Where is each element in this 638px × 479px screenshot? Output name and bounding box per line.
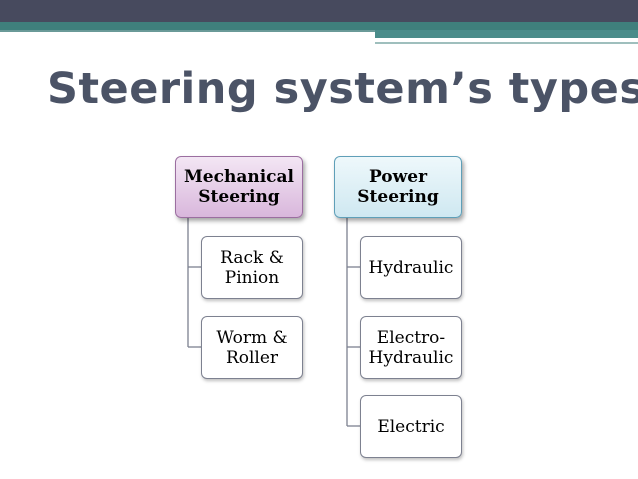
- power-steering-node: Power Steering: [334, 156, 462, 218]
- rack-pinion-label: Rack & Pinion: [220, 247, 284, 288]
- header-band-accent: [375, 30, 638, 38]
- header-band-line: [375, 42, 638, 44]
- header-band-thin: [0, 30, 375, 32]
- header-band-dark: [0, 0, 638, 22]
- worm-roller-node: Worm & Roller: [201, 316, 303, 379]
- rack-pinion-node: Rack & Pinion: [201, 236, 303, 299]
- electro-hydraulic-label: Electro- Hydraulic: [368, 327, 454, 368]
- header-band-teal: [0, 22, 638, 30]
- mechanical-steering-node: Mechanical Steering: [175, 156, 303, 218]
- electric-label: Electric: [377, 416, 445, 437]
- slide-title: Steering system’s types: [47, 64, 638, 114]
- electro-hydraulic-node: Electro- Hydraulic: [360, 316, 462, 379]
- hydraulic-node: Hydraulic: [360, 236, 462, 299]
- mechanical-steering-label: Mechanical Steering: [183, 167, 294, 207]
- electric-node: Electric: [360, 395, 462, 458]
- power-steering-label: Power Steering: [357, 167, 439, 207]
- hydraulic-label: Hydraulic: [368, 257, 454, 278]
- worm-roller-label: Worm & Roller: [216, 327, 288, 368]
